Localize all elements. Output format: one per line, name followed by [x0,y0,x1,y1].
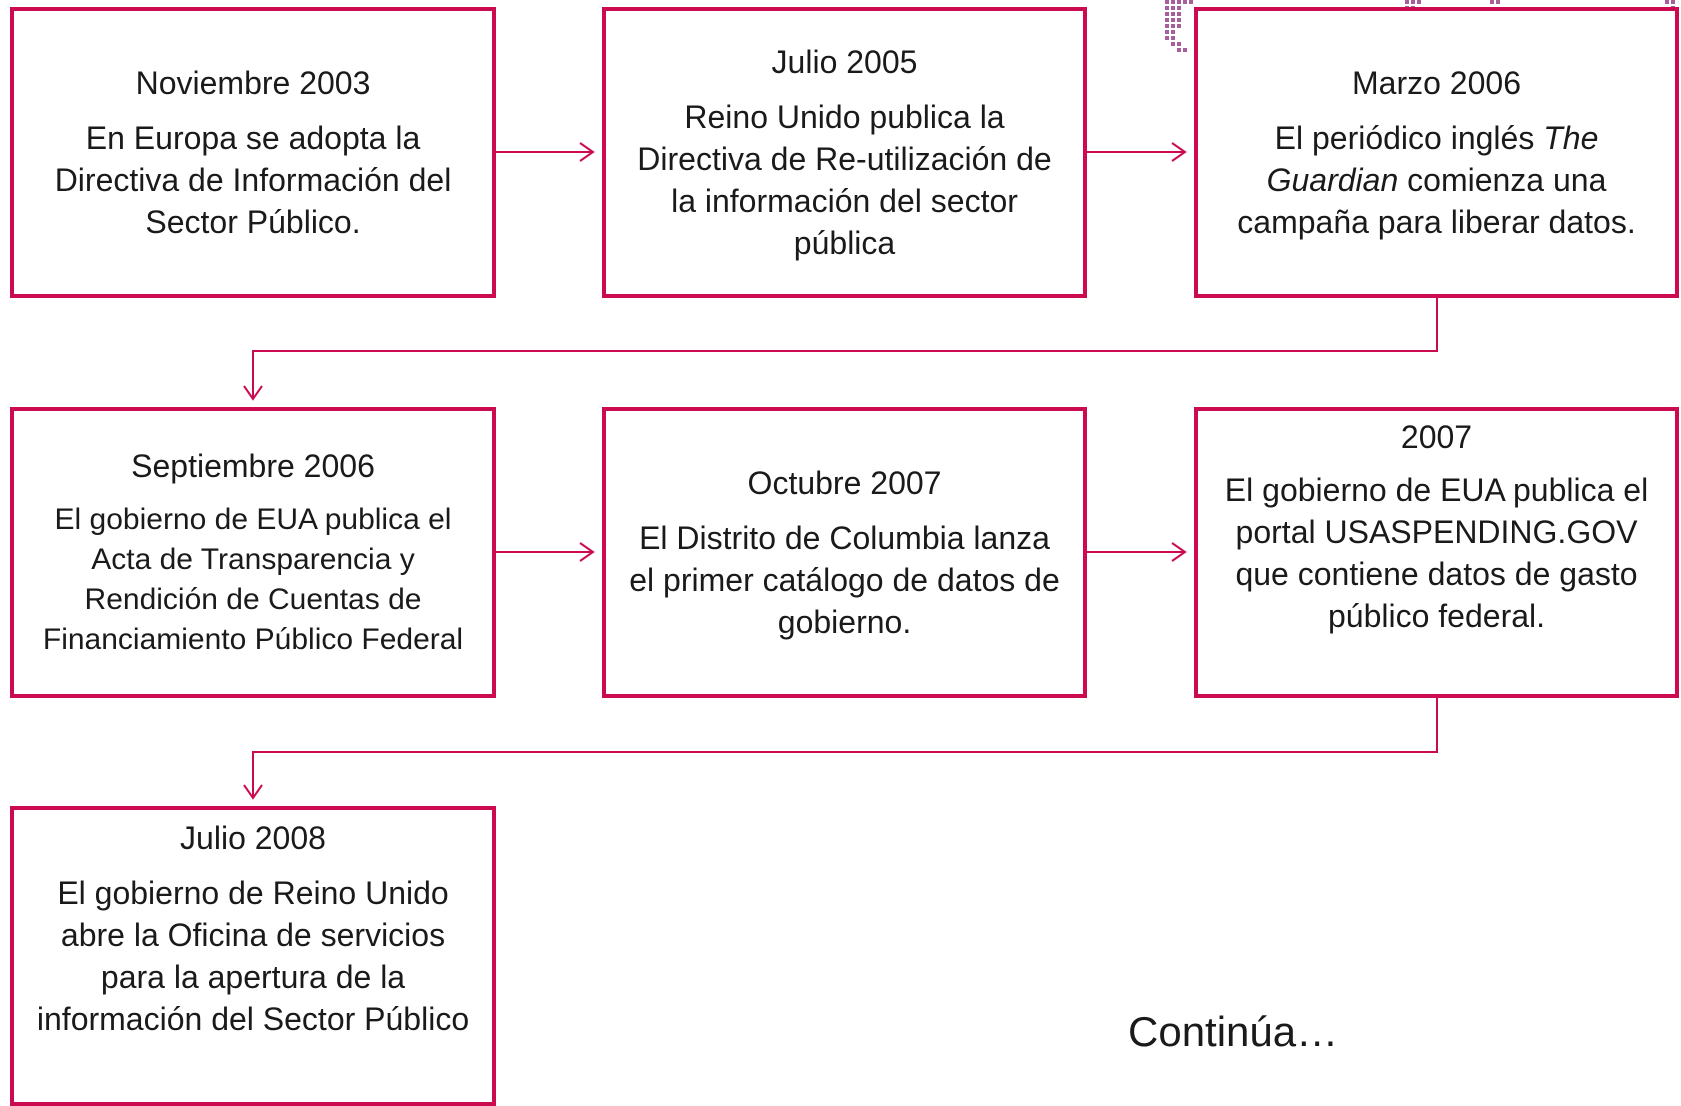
event-description: El gobierno de EUA publica el Acta de Tr… [42,502,464,656]
timeline-box-jul-2008: Julio 2008 El gobierno de Reino Unido ab… [10,806,496,1106]
arrow-head-1-2 [579,142,595,162]
timeline-box-mar-2006: Marzo 2006 El periódico inglés The Guard… [1194,7,1679,298]
event-description: El periódico inglés The Guardian comienz… [1237,119,1636,240]
event-date: 2007 [1400,419,1473,455]
event-description: El gobierno de EUA publica el portal USA… [1224,472,1649,634]
event-description: En Europa se adopta la Directiva de Info… [54,119,452,240]
event-date: Noviembre 2003 [135,64,371,101]
arrow-3-4 [252,298,1438,398]
timeline-box-sep-2006: Septiembre 2006 El gobierno de EUA publi… [10,407,496,698]
arrow-head-4-5 [579,542,595,562]
arrow-6-7 [252,698,1438,797]
timeline-box-nov-2003: Noviembre 2003 En Europa se adopta la Di… [10,7,496,298]
newspaper-name: The Guardian [1266,119,1599,198]
arrow-head-5-6 [1171,542,1187,562]
timeline-box-oct-2007: Octubre 2007 El Distrito de Columbia lan… [602,407,1087,698]
continue-label: Continúa… [1128,1008,1339,1055]
timeline-box-2007: 2007 El gobierno de EUA publica el porta… [1194,407,1679,698]
event-description: El Distrito de Columbia lanza el primer … [629,519,1060,640]
arrow-head-3-4 [243,385,263,401]
event-date: Octubre 2007 [747,464,942,501]
event-date: Septiembre 2006 [131,447,375,484]
event-date: Julio 2008 [180,820,326,856]
arrow-head-2-3 [1171,142,1187,162]
arrow-head-6-7 [243,784,263,800]
event-date: Julio 2005 [771,43,918,80]
timeline-box-jul-2005: Julio 2005 Reino Unido publica la Direct… [602,7,1087,298]
event-description: El gobierno de Reino Unido abre la Ofici… [36,875,470,1037]
event-date: Marzo 2006 [1352,64,1521,101]
event-description: Reino Unido publica la Directiva de Re-u… [637,98,1052,261]
